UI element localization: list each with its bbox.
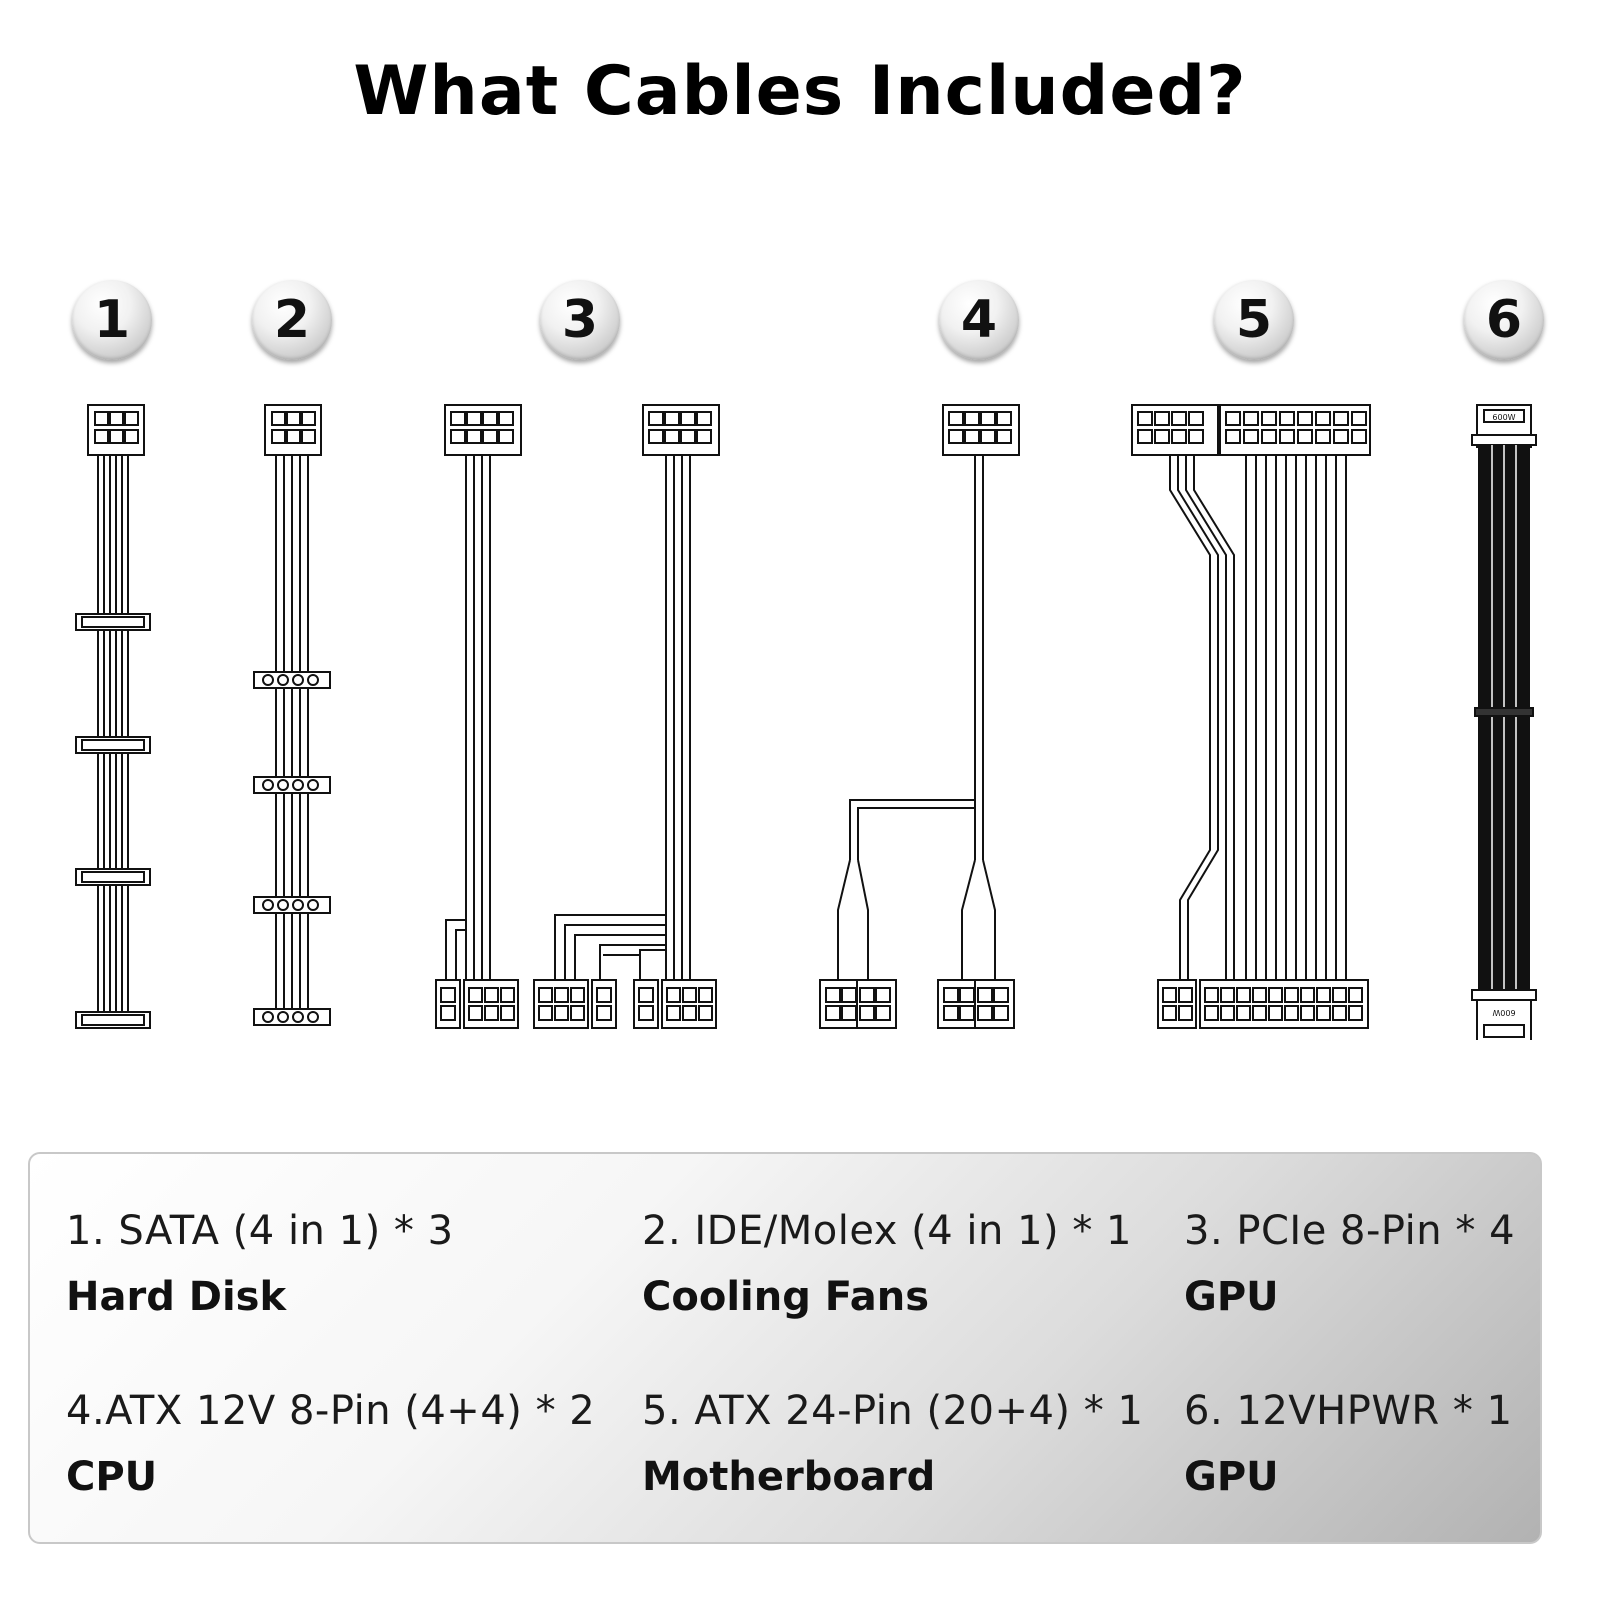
pcie-cable-drawing (435, 404, 720, 1029)
cable-number-badge-5: 5 (1214, 280, 1294, 360)
cable-spec-5-use: Motherboard (642, 1454, 936, 1500)
cable-spec-3-use: GPU (1184, 1274, 1279, 1320)
atx-12v-cable-drawing (819, 404, 1020, 1029)
cable-specs-panel: 1. SATA (4 in 1) * 3 Hard Disk 2. IDE/Mo… (28, 1152, 1542, 1544)
12vhpwr-cable-drawing (1471, 404, 1537, 1040)
cable-spec-6-use: GPU (1184, 1454, 1279, 1500)
cable-spec-2: 2. IDE/Molex (4 in 1) * 1 Cooling Fans (642, 1208, 1162, 1320)
cable-spec-1: 1. SATA (4 in 1) * 3 Hard Disk (66, 1208, 586, 1320)
cable-spec-4-name: 4.ATX 12V 8-Pin (4+4) * 2 (66, 1388, 596, 1434)
cable-spec-1-name: 1. SATA (4 in 1) * 3 (66, 1208, 454, 1254)
cable-number-badge-3: 3 (540, 280, 620, 360)
cable-illustrations: 600W 600W (75, 404, 1537, 1040)
cable-number-badge-6: 6 (1464, 280, 1544, 360)
cable-spec-5-name: 5. ATX 24-Pin (20+4) * 1 (642, 1388, 1144, 1434)
power-rating-label-bottom: 600W (1492, 1008, 1515, 1017)
cable-spec-6-name: 6. 12VHPWR * 1 (1184, 1388, 1513, 1434)
cable-spec-6: 6. 12VHPWR * 1 GPU (1184, 1388, 1524, 1500)
molex-cable-drawing (253, 404, 331, 1026)
cable-spec-5: 5. ATX 24-Pin (20+4) * 1 Motherboard (642, 1388, 1162, 1500)
cable-spec-4: 4.ATX 12V 8-Pin (4+4) * 2 CPU (66, 1388, 596, 1500)
cable-spec-2-use: Cooling Fans (642, 1274, 930, 1320)
atx-24pin-cable-drawing (1131, 404, 1371, 1029)
cable-number-badge-1: 1 (72, 280, 152, 360)
power-rating-label-top: 600W (1492, 413, 1515, 422)
cable-number-badge-4: 4 (939, 280, 1019, 360)
page-title: What Cables Included? (353, 52, 1247, 131)
cable-number-badge-2: 2 (252, 280, 332, 360)
cable-spec-1-use: Hard Disk (66, 1274, 287, 1320)
cable-spec-4-use: CPU (66, 1454, 158, 1500)
sata-cable-drawing (75, 404, 151, 1029)
cable-spec-3-name: 3. PCIe 8-Pin * 4 (1184, 1208, 1516, 1254)
cable-spec-3: 3. PCIe 8-Pin * 4 GPU (1184, 1208, 1524, 1320)
cable-spec-2-name: 2. IDE/Molex (4 in 1) * 1 (642, 1208, 1132, 1254)
